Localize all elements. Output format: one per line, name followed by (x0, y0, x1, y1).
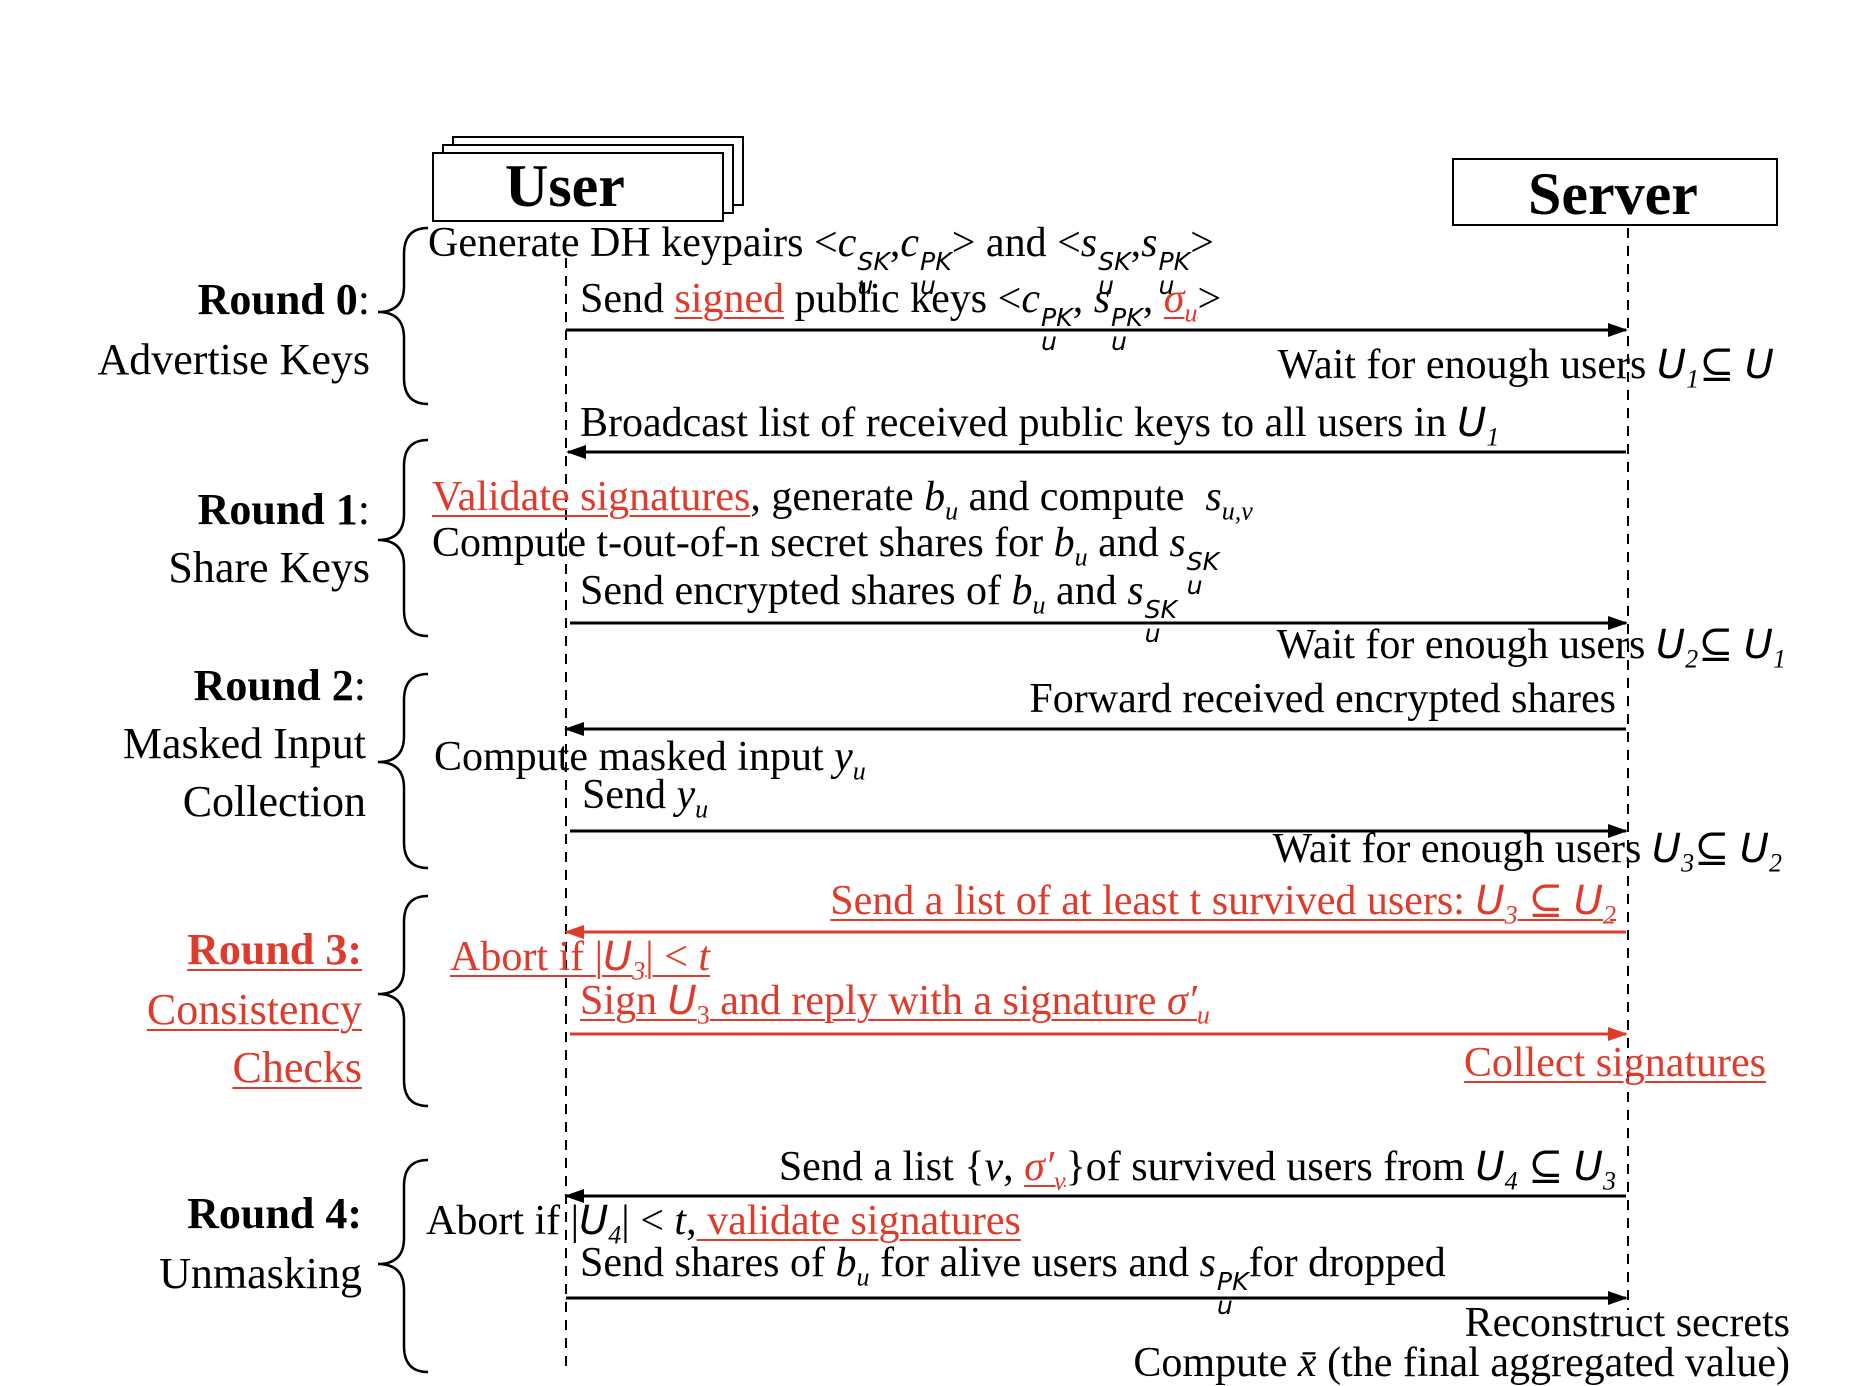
round-2-title: Round 2: (193, 661, 366, 710)
server-label: Server (1528, 161, 1698, 227)
brace-round-4 (377, 1158, 429, 1374)
round-3-subtitle-line-1: Consistency (146, 985, 362, 1034)
wait-users-u3-text: Wait for enough users U3⊆ U2 (1272, 826, 1782, 878)
round-3-subtitle-line-2: Checks (232, 1043, 362, 1092)
compute-shares-text: Compute t-out-of-n secret shares for bu … (432, 520, 1220, 600)
round-4-title: Round 4: (187, 1189, 362, 1238)
brace-round-0 (377, 226, 429, 406)
forward-shares-text: Forward received encrypted shares (1029, 676, 1616, 722)
validate-generate-text: Validate signatures, generate bu and com… (432, 474, 1253, 526)
round-2-subtitle-line-2: Collection (182, 777, 366, 826)
round-3-title: Round 3: (187, 925, 362, 974)
brace-round-2 (377, 672, 429, 870)
round-2-subtitle-line-1: Masked Input (122, 719, 366, 768)
wait-users-u2-text: Wait for enough users U2⊆ U1 (1276, 622, 1786, 674)
wait-users-u1-text: Wait for enough users U1⊆ U (1277, 342, 1774, 394)
round-1-subtitle: Share Keys (168, 543, 370, 592)
abort-u4-validate-text: Abort if |U4| < t, validate signatures (426, 1198, 1021, 1250)
sign-reply-text: Sign U3 and reply with a signature σ′u (580, 978, 1210, 1030)
user-label: User (505, 153, 625, 219)
reconstruct-secrets-text: Reconstruct secrets (1464, 1300, 1790, 1346)
collect-signatures-text: Collect signatures (1463, 1040, 1766, 1086)
abort-u3-text: Abort if |U3| < t (450, 934, 711, 986)
compute-final-value-text: Compute x̄ (the final aggregated value) (1133, 1340, 1790, 1386)
round-0-subtitle: Advertise Keys (97, 335, 371, 384)
brace-round-3 (377, 894, 429, 1108)
broadcast-keys-text: Broadcast list of received public keys t… (580, 400, 1500, 452)
round-4-subtitle: Unmasking (159, 1249, 362, 1298)
send-survived-list-text: Send a list of at least t survived users… (830, 878, 1616, 930)
brace-round-1 (377, 438, 429, 638)
send-signature-list-text: Send a list {v, σ′v}of survived users fr… (778, 1144, 1616, 1196)
round-0-title: Round 0: (197, 275, 370, 324)
compute-masked-input-text: Compute masked input yu (434, 734, 866, 786)
server-box (1452, 158, 1778, 226)
send-masked-input-text: Send yu (582, 772, 709, 824)
round-1-title: Round 1: (197, 485, 370, 534)
user-box (432, 152, 724, 222)
